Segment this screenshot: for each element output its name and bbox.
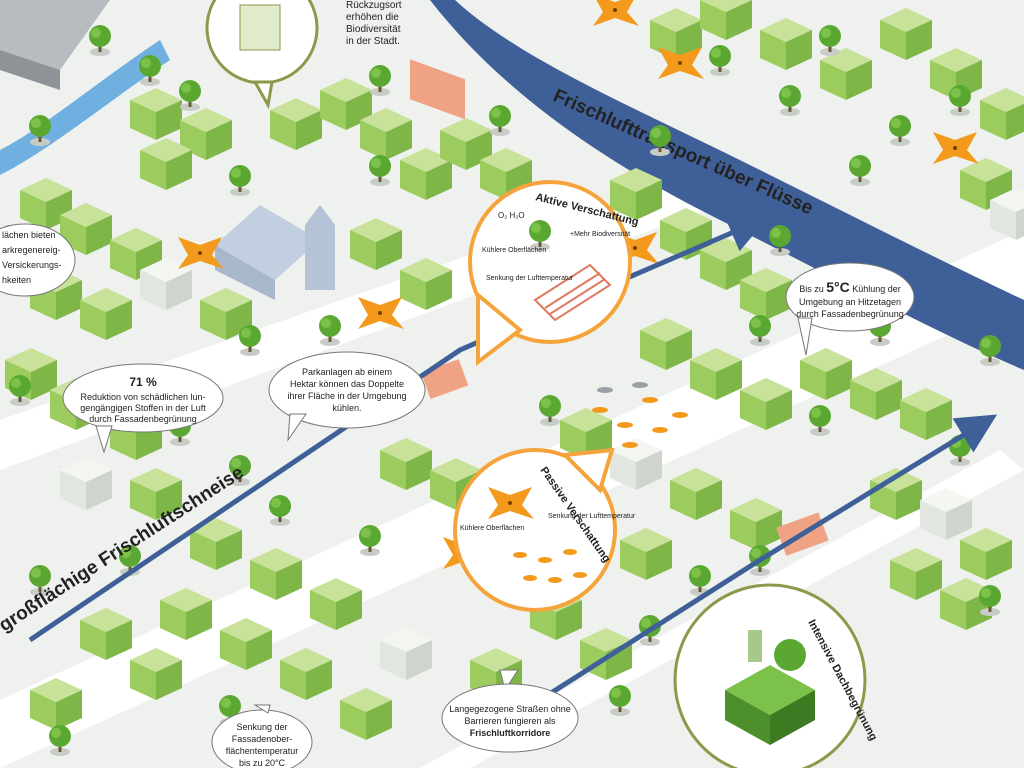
streets-line1: Langegezogene Straßen ohne bbox=[449, 704, 571, 714]
top-line3: Biodiversität bbox=[346, 24, 401, 35]
top-line4: in der Stadt. bbox=[346, 36, 400, 47]
bubble-streets: Langegezogene Straßen ohne Barrieren fun… bbox=[441, 669, 579, 753]
bubble-parks: Parkanlagen ab einem Hektar können das D… bbox=[268, 351, 426, 442]
callout-roof-greening: Intensive Dachbegrünung bbox=[673, 583, 879, 768]
streets-line2: Barrieren fungieren als bbox=[464, 716, 556, 726]
parks-line4: kühlen. bbox=[332, 403, 361, 413]
parks-line3: ihrer Fläche in der Umgebung bbox=[287, 391, 406, 401]
pollutants-value: 71 % bbox=[129, 375, 157, 389]
rain-line1: lächen bieten bbox=[2, 230, 56, 240]
parks-line2: Hektar können das Doppelte bbox=[290, 379, 404, 389]
cooling-line2: Umgebung an Hitzetagen bbox=[799, 297, 901, 307]
bubble-facade: Senkung der Fassadenober- flächentempera… bbox=[211, 704, 313, 768]
facade-line3: flächentemperatur bbox=[226, 746, 299, 756]
facade-line2: Fassadenober- bbox=[232, 734, 293, 744]
facade-line4: bis zu 20°C bbox=[239, 758, 286, 768]
rain-line4: hkeiten bbox=[2, 275, 31, 285]
church bbox=[215, 205, 335, 300]
umbrella-cluster bbox=[592, 382, 688, 448]
top-line1: Rückzugsort bbox=[346, 0, 402, 11]
passive-temp-drop: Senkung der Lufttemperatur bbox=[548, 513, 636, 520]
active-temp-drop: Senkung der Lufttemperatur bbox=[486, 275, 574, 282]
wind-arrows bbox=[28, 214, 998, 703]
pollutants-line1: Reduktion von schädlichen lun- bbox=[80, 392, 205, 402]
top-line2: erhöhen die bbox=[346, 12, 399, 23]
cooling-line3: durch Fassadenbegrünung bbox=[796, 309, 904, 319]
pollutants-line2: gengängigen Stoffen in der Luft bbox=[80, 403, 206, 413]
callout-top: Rückzugsort erhöhen die Biodiversität in… bbox=[205, 0, 402, 110]
active-formula: O₂ H₂O bbox=[498, 211, 525, 220]
callout-passive-shading: Passive Verschattung Kühlere Oberflächen… bbox=[453, 447, 636, 612]
bubble-pollutants: 71 % Reduktion von schädlichen lun- geng… bbox=[62, 363, 224, 454]
parks-line1: Parkanlagen ab einem bbox=[302, 367, 392, 377]
active-biodiversity: +Mehr Biodiversität bbox=[570, 231, 630, 238]
rain-line3: Versickerungs- bbox=[2, 260, 62, 270]
bubble-rain: lächen bieten arkregenereig- Versickerun… bbox=[0, 223, 76, 297]
grey-blocks bbox=[0, 0, 110, 90]
streets-line3: Frischluftkorridore bbox=[470, 728, 551, 738]
bubble-cooling: Bis zu 5°C Kühlung der Umgebung an Hitze… bbox=[785, 262, 915, 356]
pollutants-line3: durch Fassadenbegrünung bbox=[89, 414, 197, 424]
rain-line2: arkregenereig- bbox=[2, 245, 61, 255]
cooling-line1: Bis zu 5°C Kühlung der bbox=[799, 279, 901, 295]
active-cool-surfaces: Kühlere Oberflächen bbox=[482, 247, 546, 254]
passive-cool-surfaces: Kühlere Oberflächen bbox=[460, 525, 524, 532]
facade-line1: Senkung der bbox=[236, 722, 287, 732]
